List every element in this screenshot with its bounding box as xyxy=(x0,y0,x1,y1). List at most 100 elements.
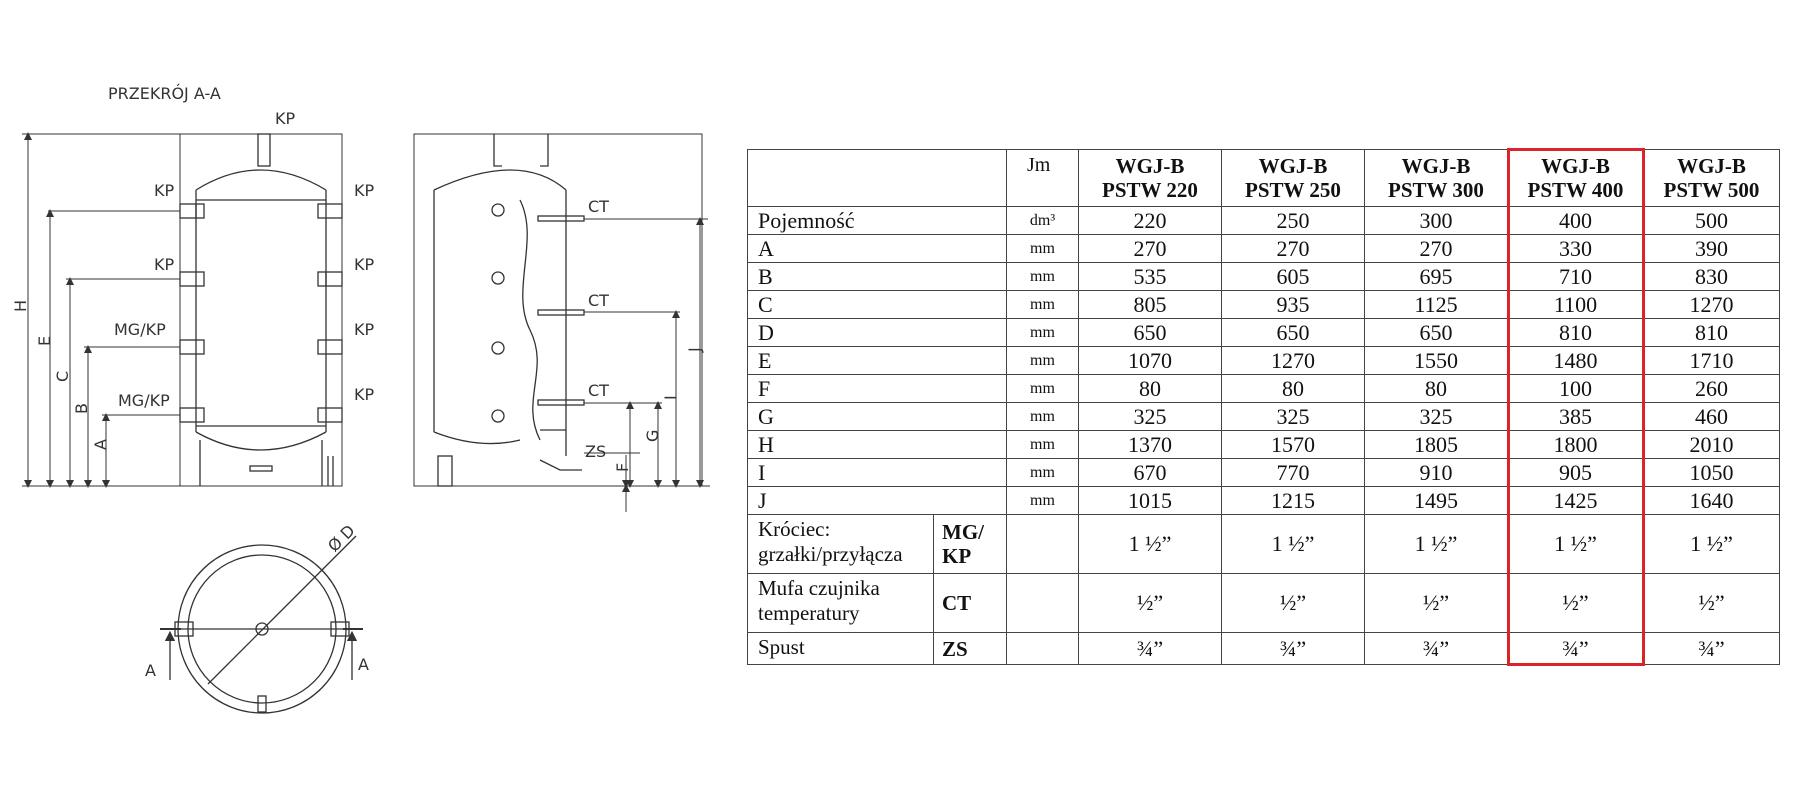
kp-right-4-label: KP xyxy=(354,385,374,404)
connection-value: ½” xyxy=(1078,573,1222,633)
row-value: 1570 xyxy=(1221,430,1365,459)
connection-value: ½” xyxy=(1643,573,1780,633)
row-value: 1480 xyxy=(1507,346,1644,375)
row-value: 1270 xyxy=(1643,290,1780,319)
row-value: 1710 xyxy=(1643,346,1780,375)
dim-g-label: G xyxy=(643,430,662,442)
row-unit: mm xyxy=(1006,402,1079,431)
mgkp-left-3-label: MG/KP xyxy=(114,320,166,339)
connection-value: ½” xyxy=(1507,573,1644,633)
zs-label: ZS xyxy=(585,442,606,461)
row-value: 100 xyxy=(1507,374,1644,403)
row-label: G xyxy=(747,402,1007,431)
row-value: 325 xyxy=(1364,402,1508,431)
row-value: 1125 xyxy=(1364,290,1508,319)
connection-value: ½” xyxy=(1364,573,1508,633)
row-unit: mm xyxy=(1006,374,1079,403)
dim-h-label: H xyxy=(11,300,30,312)
row-label: H xyxy=(747,430,1007,459)
row-unit: mm xyxy=(1006,318,1079,347)
row-label: J xyxy=(747,486,1007,515)
mgkp-left-4-label: MG/KP xyxy=(118,391,170,410)
connection-value: ¾” xyxy=(1221,632,1365,665)
connection-code: ZS xyxy=(933,632,1007,665)
row-value: 390 xyxy=(1643,234,1780,263)
dim-c-label: C xyxy=(53,371,72,382)
row-value: 695 xyxy=(1364,262,1508,291)
connection-label: Króciec:grzałki/przyłącza xyxy=(747,514,934,574)
dim-i-label: I xyxy=(661,395,680,400)
row-label: B xyxy=(747,262,1007,291)
kp-right-3-label: KP xyxy=(354,320,374,339)
connection-value: ¾” xyxy=(1643,632,1780,665)
row-value: 270 xyxy=(1078,234,1222,263)
section-title: PRZEKRÓJ A-A xyxy=(108,84,221,103)
connection-value: 1 ½” xyxy=(1364,514,1508,574)
row-value: 270 xyxy=(1364,234,1508,263)
connection-code: CT xyxy=(933,573,1007,633)
row-value: 935 xyxy=(1221,290,1365,319)
dim-a-label: A xyxy=(91,439,110,450)
diameter-d-label: Ø D xyxy=(324,521,359,556)
connection-value: 1 ½” xyxy=(1643,514,1780,574)
dim-f-label: F xyxy=(613,463,632,472)
row-value: 330 xyxy=(1507,234,1644,263)
row-value: 1425 xyxy=(1507,486,1644,515)
row-label: C xyxy=(747,290,1007,319)
row-value: 770 xyxy=(1221,458,1365,487)
connection-code: MG/KP xyxy=(933,514,1007,574)
row-value: 1070 xyxy=(1078,346,1222,375)
row-unit: mm xyxy=(1006,430,1079,459)
unit-header: Jm xyxy=(1006,149,1079,207)
row-value: 80 xyxy=(1221,374,1365,403)
row-value: 1640 xyxy=(1643,486,1780,515)
connection-unit-blank xyxy=(1006,632,1079,665)
row-unit: mm xyxy=(1006,290,1079,319)
dim-b-label: B xyxy=(72,403,91,414)
row-unit: mm xyxy=(1006,262,1079,291)
row-value: 1100 xyxy=(1507,290,1644,319)
row-label: Pojemność xyxy=(747,206,1007,235)
row-value: 605 xyxy=(1221,262,1365,291)
dim-e-label: E xyxy=(35,336,54,346)
kp-right-1-label: KP xyxy=(354,181,374,200)
tank-technical-drawing: PRZEKRÓJ A-A xyxy=(11,84,710,714)
row-value: 1270 xyxy=(1221,346,1365,375)
row-value: 260 xyxy=(1643,374,1780,403)
kp-left-1-label: KP xyxy=(154,181,174,200)
kp-left-2-label: KP xyxy=(154,255,174,274)
ct-3-label: CT xyxy=(588,381,609,400)
row-value: 1370 xyxy=(1078,430,1222,459)
row-value: 1495 xyxy=(1364,486,1508,515)
dimension-lines-right xyxy=(566,217,710,512)
connection-label: Spust xyxy=(747,632,934,665)
kp-right-2-label: KP xyxy=(354,255,374,274)
section-view xyxy=(179,133,343,487)
row-value: 1015 xyxy=(1078,486,1222,515)
connection-value: ¾” xyxy=(1507,632,1644,665)
top-view xyxy=(160,535,363,714)
row-unit: mm xyxy=(1006,346,1079,375)
row-value: 400 xyxy=(1507,206,1644,235)
row-label: A xyxy=(747,234,1007,263)
row-value: 830 xyxy=(1643,262,1780,291)
row-label: E xyxy=(747,346,1007,375)
row-value: 1800 xyxy=(1507,430,1644,459)
row-value: 905 xyxy=(1507,458,1644,487)
row-value: 325 xyxy=(1221,402,1365,431)
row-unit: dm³ xyxy=(1006,206,1079,235)
row-label: I xyxy=(747,458,1007,487)
